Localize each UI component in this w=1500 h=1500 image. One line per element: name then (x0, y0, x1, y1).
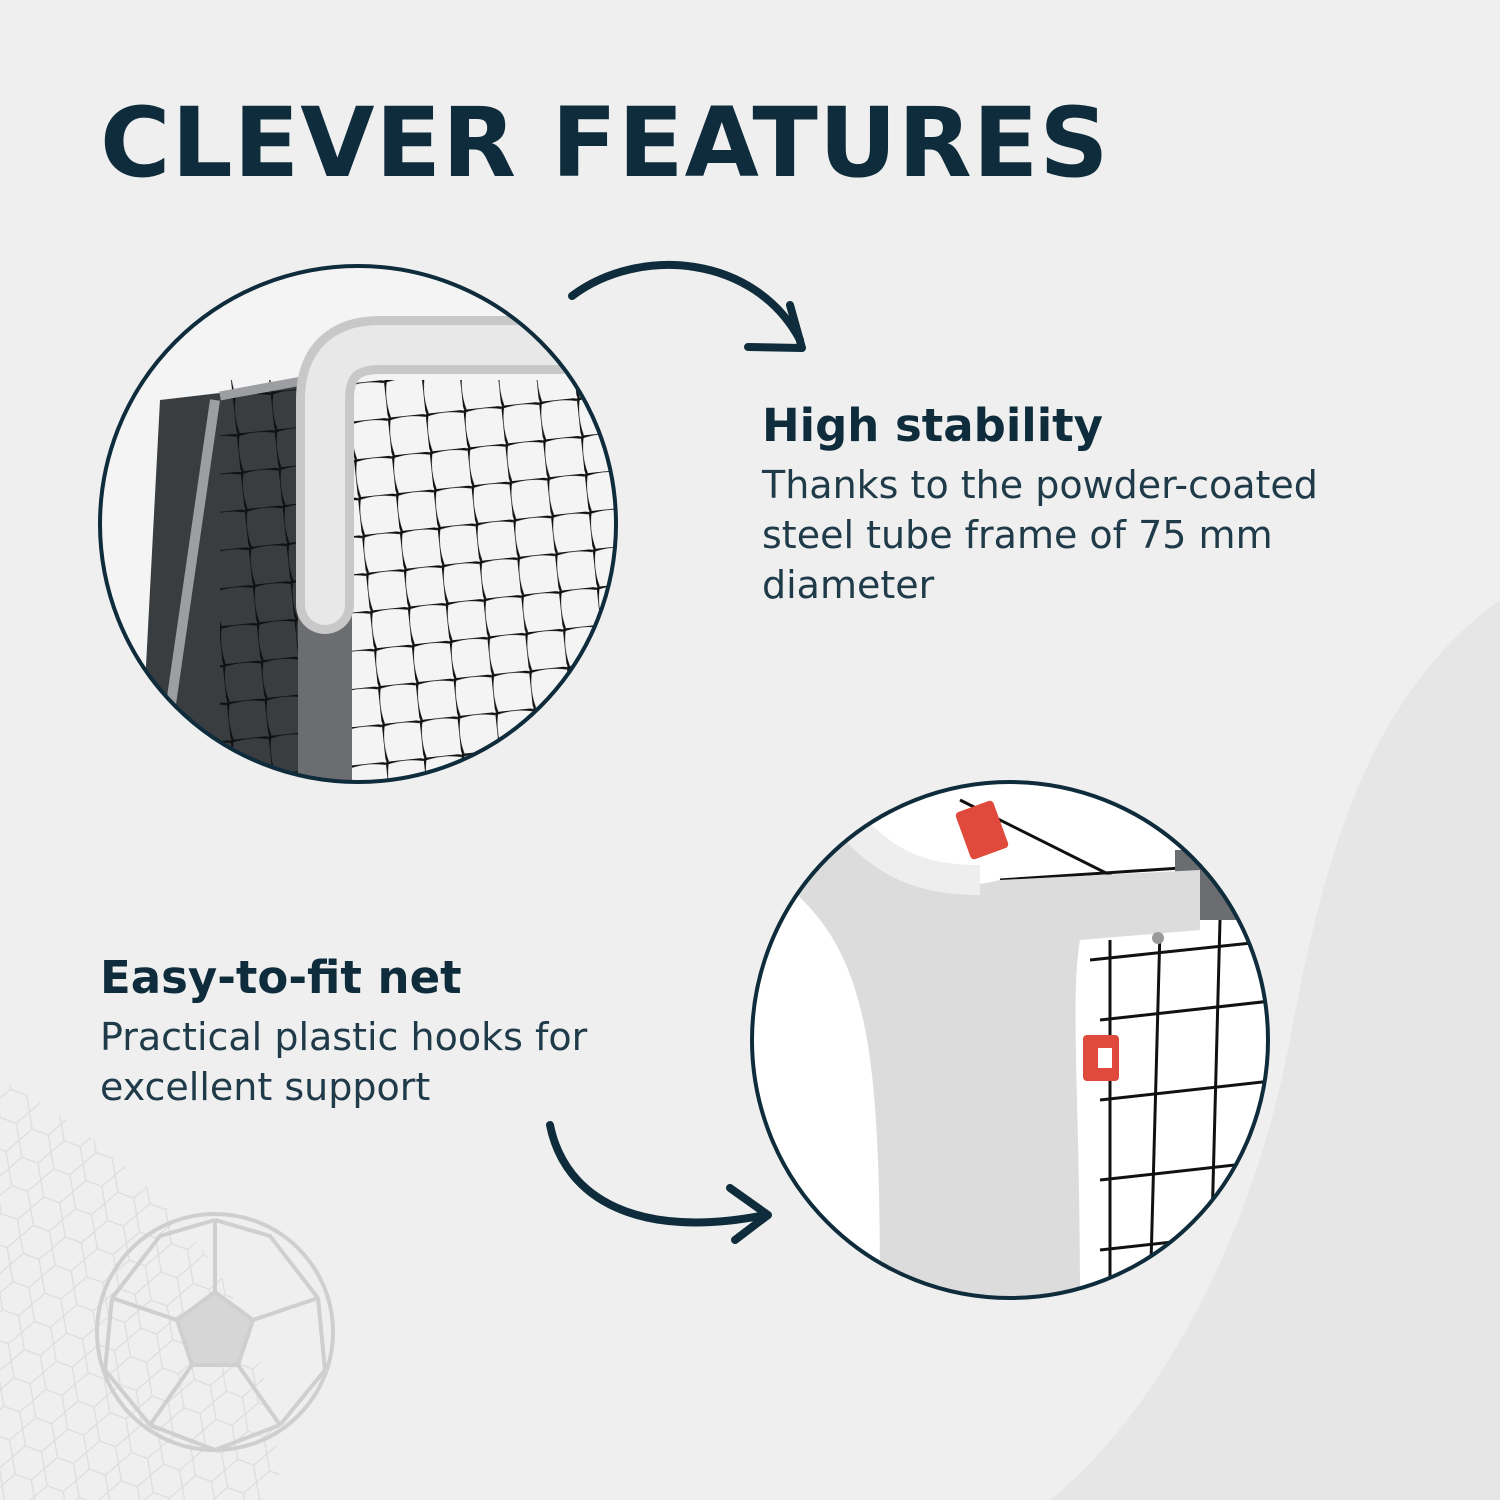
soccer-ball-icon (95, 1212, 335, 1453)
net-hook-closeup (750, 780, 1270, 1300)
arrow-curved-right-icon (546, 1121, 772, 1244)
feature-high-stability: High stability Thanks to the powder-coat… (762, 398, 1362, 610)
feature-easy-fit-net: Easy-to-fit net Practical plastic hooks … (100, 950, 720, 1112)
feature-heading: High stability (762, 399, 1103, 452)
goal-frame-corner-closeup (98, 264, 618, 784)
background-swoosh (1050, 600, 1500, 1500)
page-title: CLEVER FEATURES (100, 87, 1110, 199)
arrow-curved-right-icon (568, 261, 806, 352)
feature-heading: Easy-to-fit net (100, 951, 462, 1004)
goal-net-pattern (0, 1080, 280, 1500)
feature-description: Practical plastic hooks for excellent su… (100, 1015, 588, 1109)
feature-description: Thanks to the powder-coated steel tube f… (762, 463, 1318, 607)
